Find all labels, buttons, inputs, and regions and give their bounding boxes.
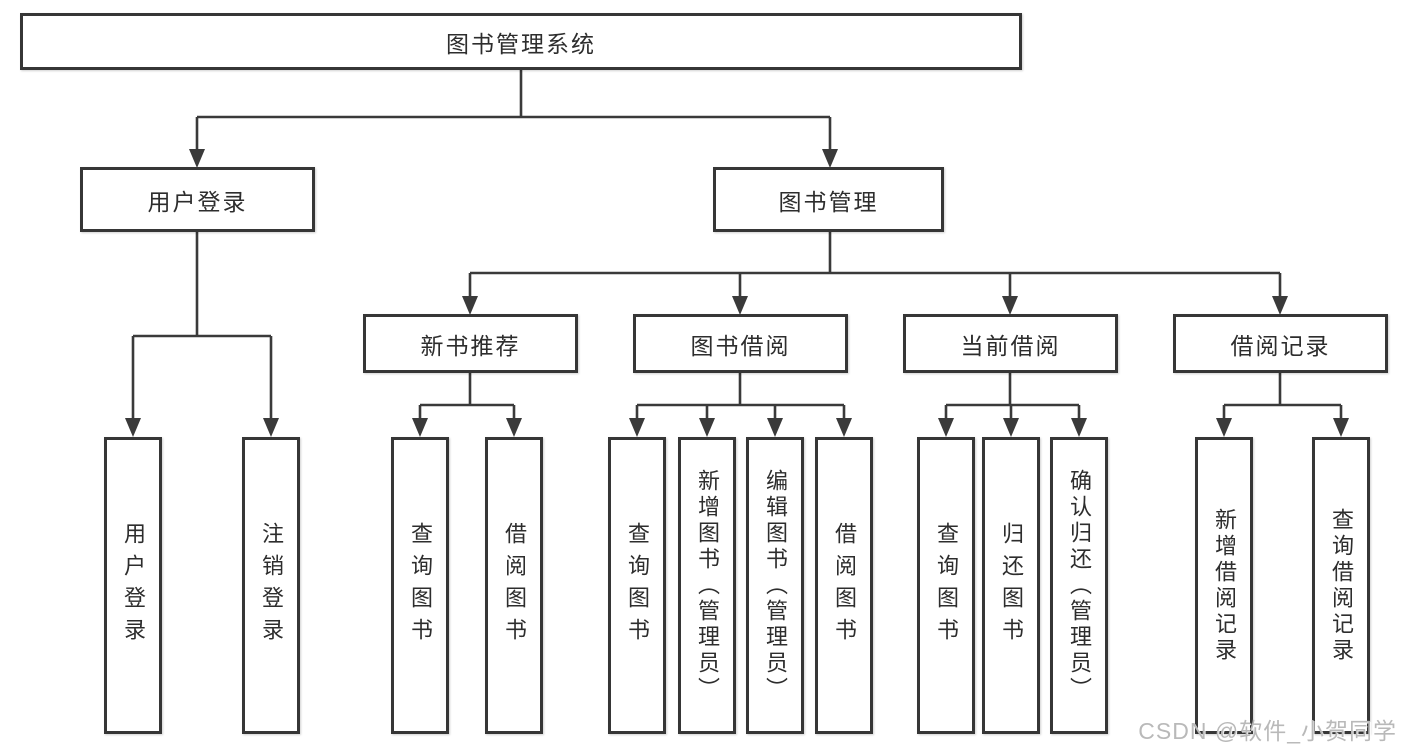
- arrowhead: [1333, 418, 1349, 437]
- node-label: 查询借阅记录: [1329, 507, 1354, 664]
- node-label: 查询图书: [408, 521, 433, 650]
- node-add-books-admin: 新增图书（管理员）: [678, 437, 736, 734]
- node-label: 用户登录: [121, 521, 146, 650]
- node-label: 借阅图书: [502, 521, 527, 650]
- arrowhead: [125, 418, 141, 437]
- connector-line: [131, 232, 273, 420]
- node-label: 编辑图书（管理员）: [763, 468, 788, 703]
- connector-line: [418, 373, 516, 420]
- node-current-borrow: 当前借阅: [903, 314, 1118, 373]
- connector-line: [944, 373, 1081, 420]
- arrowhead: [1071, 418, 1087, 437]
- arrowhead: [1272, 296, 1288, 315]
- node-borrow-records: 借阅记录: [1173, 314, 1388, 373]
- arrowhead: [506, 418, 522, 437]
- connector-borrow-records-children: [1216, 373, 1349, 437]
- node-label: 归还图书: [999, 521, 1024, 650]
- arrowhead: [412, 418, 428, 437]
- node-label: 查询图书: [934, 521, 959, 650]
- node-book-borrow: 图书借阅: [633, 314, 848, 373]
- arrowhead: [1003, 418, 1019, 437]
- node-edit-books-admin: 编辑图书（管理员）: [746, 437, 804, 734]
- connector-root-to-level1: [189, 70, 838, 168]
- node-borrow-books-borrow: 借阅图书: [815, 437, 873, 734]
- connector-current-borrow-children: [938, 373, 1087, 437]
- node-book-management-module: 图书管理: [713, 167, 944, 232]
- node-user-login-module: 用户登录: [80, 167, 315, 232]
- node-library-management-system: 图书管理系统: [20, 13, 1022, 70]
- arrowhead: [938, 418, 954, 437]
- node-query-books-borrow: 查询图书: [608, 437, 666, 734]
- arrowhead: [1216, 418, 1232, 437]
- connector-line: [468, 232, 1282, 298]
- arrowhead: [263, 418, 279, 437]
- connector-book-borrow-children: [629, 373, 852, 437]
- node-new-book-recommend: 新书推荐: [363, 314, 578, 373]
- node-query-books-current: 查询图书: [917, 437, 975, 734]
- node-return-books: 归还图书: [982, 437, 1040, 734]
- arrowhead: [699, 418, 715, 437]
- node-confirm-return-admin: 确认归还（管理员）: [1050, 437, 1108, 734]
- node-label: 查询图书: [625, 521, 650, 650]
- watermark: CSDN @软件_小贺同学: [1138, 718, 1397, 744]
- connector-line: [195, 70, 832, 152]
- node-label: 注销登录: [259, 521, 284, 650]
- node-logout: 注销登录: [242, 437, 300, 734]
- connector-line: [635, 373, 846, 420]
- node-user-login: 用户登录: [104, 437, 162, 734]
- connector-user-login-children: [125, 232, 279, 437]
- connector-line: [1222, 373, 1343, 420]
- node-label: 借阅图书: [832, 521, 857, 650]
- node-label: 新增借阅记录: [1212, 507, 1237, 664]
- arrowhead: [767, 418, 783, 437]
- node-borrow-books-recommend: 借阅图书: [485, 437, 543, 734]
- connector-new-book-recommend-children: [412, 373, 522, 437]
- arrowhead: [629, 418, 645, 437]
- arrowhead: [189, 149, 205, 168]
- node-query-books-recommend: 查询图书: [391, 437, 449, 734]
- arrowhead: [462, 296, 478, 315]
- arrowhead: [836, 418, 852, 437]
- node-label: 新增图书（管理员）: [695, 468, 720, 703]
- node-query-borrow-record: 查询借阅记录: [1312, 437, 1370, 734]
- arrowhead: [1002, 296, 1018, 315]
- arrowhead: [732, 296, 748, 315]
- node-label: 确认归还（管理员）: [1067, 468, 1092, 703]
- connector-book-management-children: [462, 232, 1288, 315]
- arrowhead: [822, 149, 838, 168]
- node-add-borrow-record: 新增借阅记录: [1195, 437, 1253, 734]
